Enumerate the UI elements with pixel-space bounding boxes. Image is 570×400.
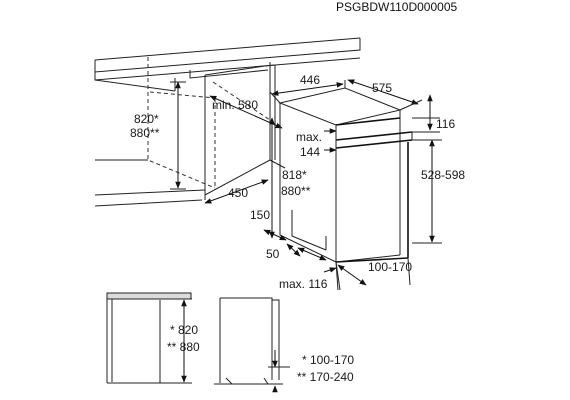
counter-top: [94, 37, 361, 92]
plinth-height-dimension: [286, 243, 327, 261]
feet-range-label-2: ** 170-240: [297, 370, 354, 384]
niche-outline: [94, 57, 271, 207]
max-label: max.: [296, 130, 322, 144]
plinth-depth-label: 150: [250, 208, 270, 222]
niche-depth-label: 450: [228, 186, 248, 200]
depth-label: 575: [372, 81, 392, 95]
side-section-height-dimension: [176, 298, 192, 384]
document-code: PSGBDW110D000005: [336, 0, 458, 14]
side-cabinet-panel: [204, 62, 286, 196]
width-label: 446: [300, 73, 320, 87]
feet-range-dimension: [335, 257, 411, 291]
adjust-range-dimension: [412, 139, 442, 244]
feet-range-label: 100-170: [368, 260, 412, 274]
niche-depth-dimension: [204, 179, 269, 204]
width-dimension: [269, 80, 346, 104]
max-dimension: [324, 128, 337, 153]
niche-height-label-2: 880**: [130, 126, 160, 140]
side-section-cabinet: [106, 292, 192, 384]
feet-range-label-1: * 100-170: [302, 353, 354, 367]
niche-height-label: 820*: [134, 112, 159, 126]
feet-height-dimension: [268, 350, 290, 393]
panel-height-dimension: [412, 94, 440, 133]
adjust-range-label: 528-598: [421, 168, 465, 182]
side-section-appliance: [214, 297, 283, 385]
appliance-height-label: 818*: [282, 168, 307, 182]
plinth-depth-dimension: [263, 229, 287, 241]
max-plinth-label: max. 116: [279, 277, 328, 291]
appliance-height-label-2: 880**: [281, 184, 311, 198]
panel-height-label: 116: [436, 117, 455, 131]
niche-height-dimension: [170, 81, 186, 190]
depth-dimension: [347, 79, 423, 111]
section-height-label: * 820: [170, 323, 198, 337]
section-height-label-2: ** 880: [167, 340, 200, 354]
max-value-label: 144: [300, 145, 320, 159]
plinth-height-label: 50: [266, 247, 280, 261]
